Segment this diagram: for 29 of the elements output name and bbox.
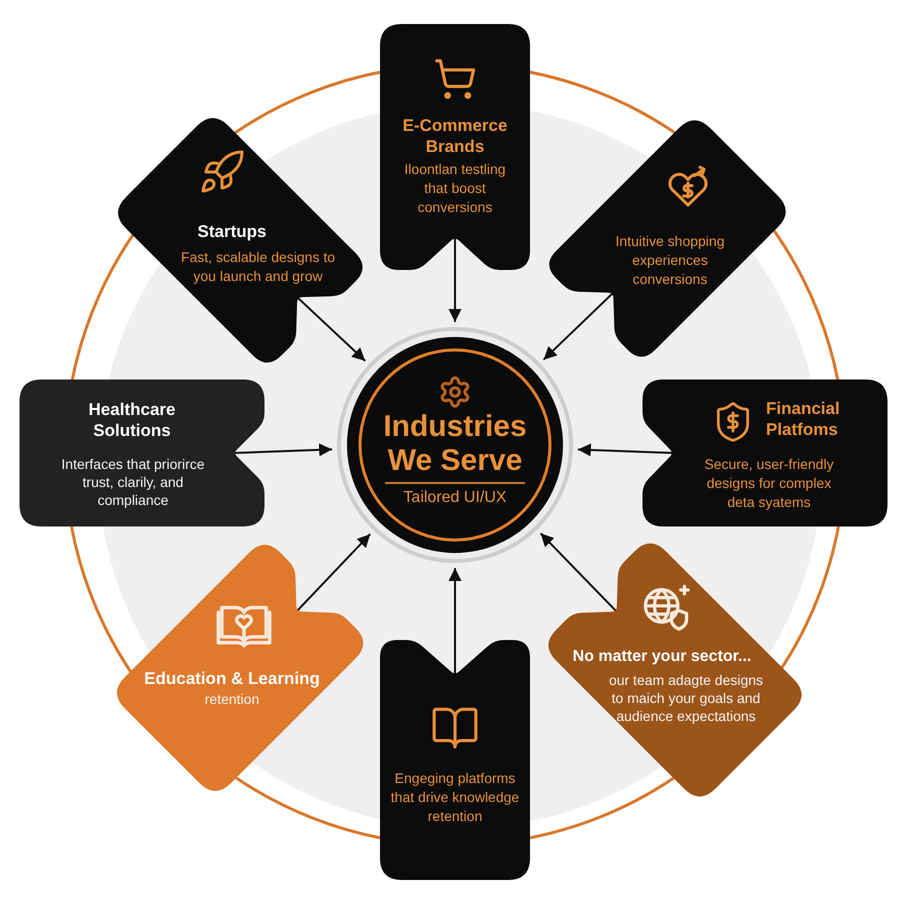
hub-subtitle: Tailored UI/UX (402, 488, 508, 508)
arrow (448, 237, 462, 322)
card-title: No matter your sector... (572, 647, 752, 667)
arrow-card (380, 640, 530, 880)
arrow-card (642, 379, 888, 527)
card-description: retention (204, 690, 260, 708)
card-description: Engeging platforms that drive knowledge retention (390, 769, 520, 826)
arrow (540, 532, 618, 612)
card-description: Secure, user-friendly designs for complex deta syatems (703, 455, 835, 512)
card-description: Iloontlan testling that boost conversions (403, 160, 507, 217)
card-title: E-Commerce Brands (402, 115, 508, 157)
arrow-card (380, 24, 530, 270)
card-title: Healthcare Solutions (88, 399, 176, 441)
hub-circle (337, 327, 573, 563)
arrow (578, 443, 674, 456)
arrow-card (19, 379, 265, 527)
card-title: Education & Learning (143, 668, 321, 689)
arrow (542, 292, 614, 360)
card-title: Financial Platfoms (766, 398, 841, 440)
arrow (233, 443, 332, 456)
arrow (448, 568, 462, 675)
card-title: Startups (196, 221, 268, 242)
arrow (296, 533, 371, 612)
card-description: Intuitive shopping experiences conversions (614, 232, 726, 289)
card-description: Interfaces that priorirce trust, clarily, and compliance (60, 455, 206, 509)
arrow (296, 296, 366, 362)
card-description: our team adagte designs to maich your goals and audience expectations (608, 671, 764, 725)
hub-title: Industries We Serve (382, 410, 528, 478)
card-description: Fast, scalable designs to you launch and grow (180, 248, 336, 286)
